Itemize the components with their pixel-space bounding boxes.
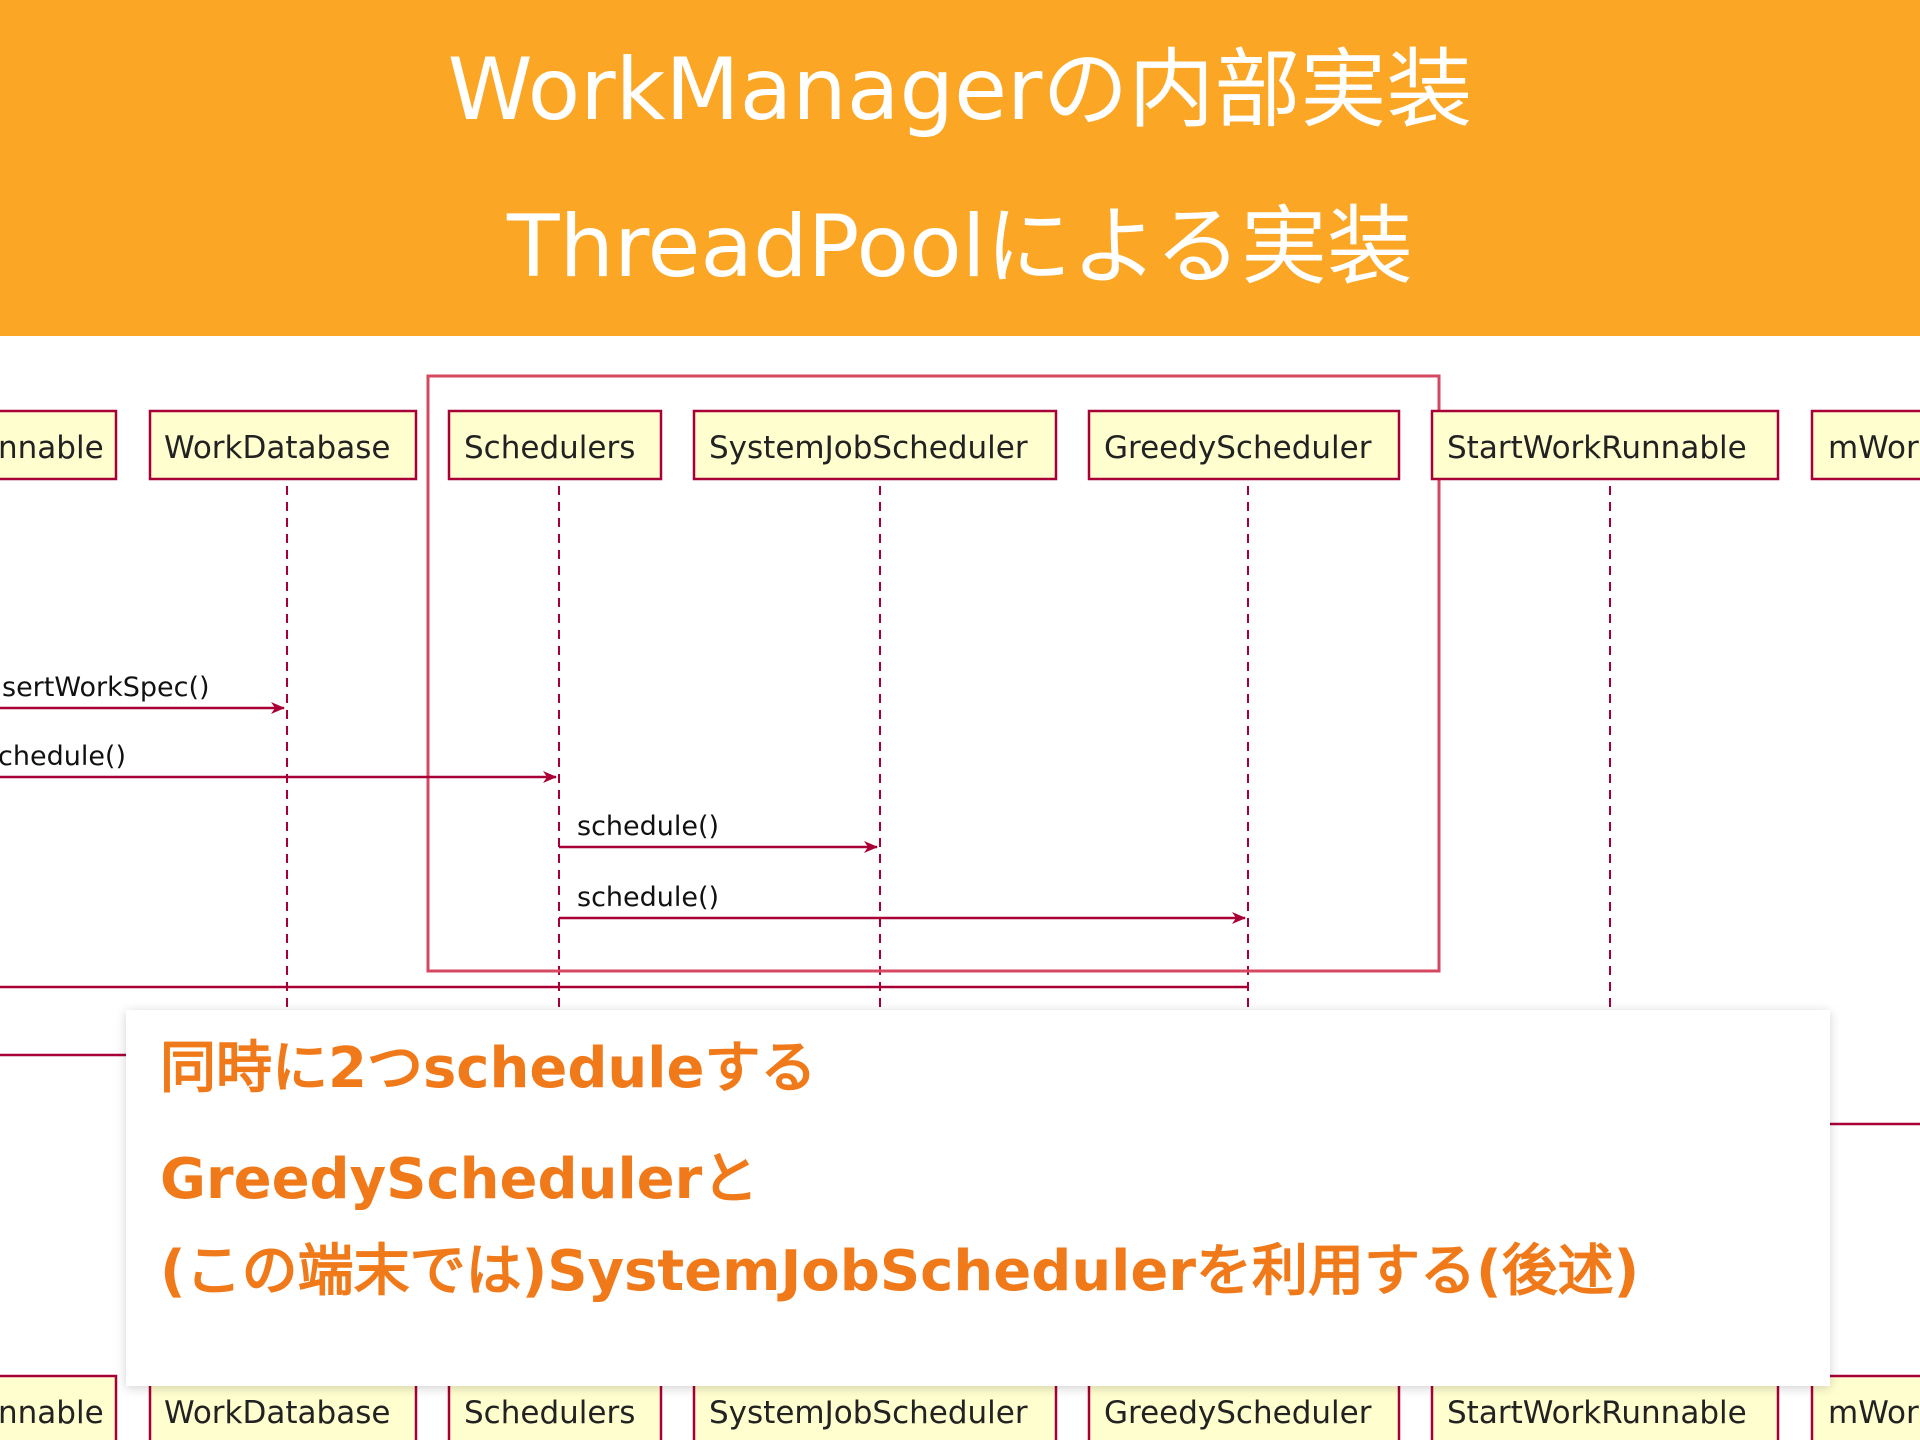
- participant-label: Schedulers: [464, 430, 635, 466]
- messages: [0, 702, 1920, 1126]
- participants-top: nnable WorkDatabase Schedulers SystemJob…: [0, 409, 1920, 481]
- participant-box: nnable: [0, 1374, 118, 1440]
- participant-box: SystemJobScheduler: [692, 409, 1058, 481]
- sequence-diagram: nnable WorkDatabase Schedulers SystemJob…: [0, 374, 1920, 1440]
- participant-label: GreedyScheduler: [1104, 1395, 1372, 1431]
- participant-box: mWor: [1810, 1374, 1920, 1440]
- header-banner: WorkManagerの内部実装 ThreadPoolによる実装: [0, 0, 1920, 336]
- message-label: chedule(): [0, 741, 126, 772]
- note-line-2: GreedySchedulerと: [160, 1147, 759, 1212]
- participant-box: Schedulers: [447, 409, 663, 481]
- participant-label: SystemJobScheduler: [709, 430, 1028, 466]
- slide-subtitle: ThreadPoolによる実装: [506, 197, 1414, 297]
- message-label: schedule(): [577, 882, 719, 913]
- participant-box: GreedyScheduler: [1087, 1374, 1401, 1440]
- participant-box: WorkDatabase: [148, 1374, 418, 1440]
- participant-box: StartWorkRunnable: [1430, 1374, 1780, 1440]
- participant-box: nnable: [0, 409, 118, 481]
- slide-title: WorkManagerの内部実装: [447, 40, 1473, 140]
- participant-label: WorkDatabase: [164, 1395, 390, 1431]
- participant-label: nnable: [0, 1395, 104, 1431]
- participant-box: mWor: [1810, 409, 1920, 481]
- message-label: schedule(): [577, 811, 719, 842]
- participant-box: GreedyScheduler: [1087, 409, 1401, 481]
- participant-box: StartWorkRunnable: [1430, 409, 1780, 481]
- highlight-box: [426, 374, 1441, 973]
- lifelines: [286, 486, 1611, 1386]
- message-label: sertWorkSpec(): [2, 672, 210, 703]
- note-line-1: 同時に2つscheduleする: [160, 1036, 817, 1101]
- participant-label: SystemJobScheduler: [709, 1395, 1028, 1431]
- participant-label: GreedyScheduler: [1104, 430, 1372, 466]
- annotation-callout: 同時に2つscheduleする GreedySchedulerと (この端末では…: [126, 1010, 1830, 1386]
- note-line-3: (この端末では)SystemJobSchedulerを利用する(後述): [160, 1239, 1640, 1304]
- participant-box: SystemJobScheduler: [692, 1374, 1058, 1440]
- message-labels: sertWorkSpec() chedule() schedule() sche…: [0, 672, 719, 913]
- participant-label: WorkDatabase: [164, 430, 390, 466]
- participant-label: nnable: [0, 430, 104, 466]
- participant-label: StartWorkRunnable: [1447, 1395, 1747, 1431]
- participant-label: mWor: [1828, 430, 1919, 466]
- participants-bottom: nnable WorkDatabase Schedulers SystemJob…: [0, 1374, 1920, 1440]
- participant-label: mWor: [1828, 1395, 1919, 1431]
- participant-label: StartWorkRunnable: [1447, 430, 1747, 466]
- participant-label: Schedulers: [464, 1395, 635, 1431]
- participant-box: WorkDatabase: [148, 409, 418, 481]
